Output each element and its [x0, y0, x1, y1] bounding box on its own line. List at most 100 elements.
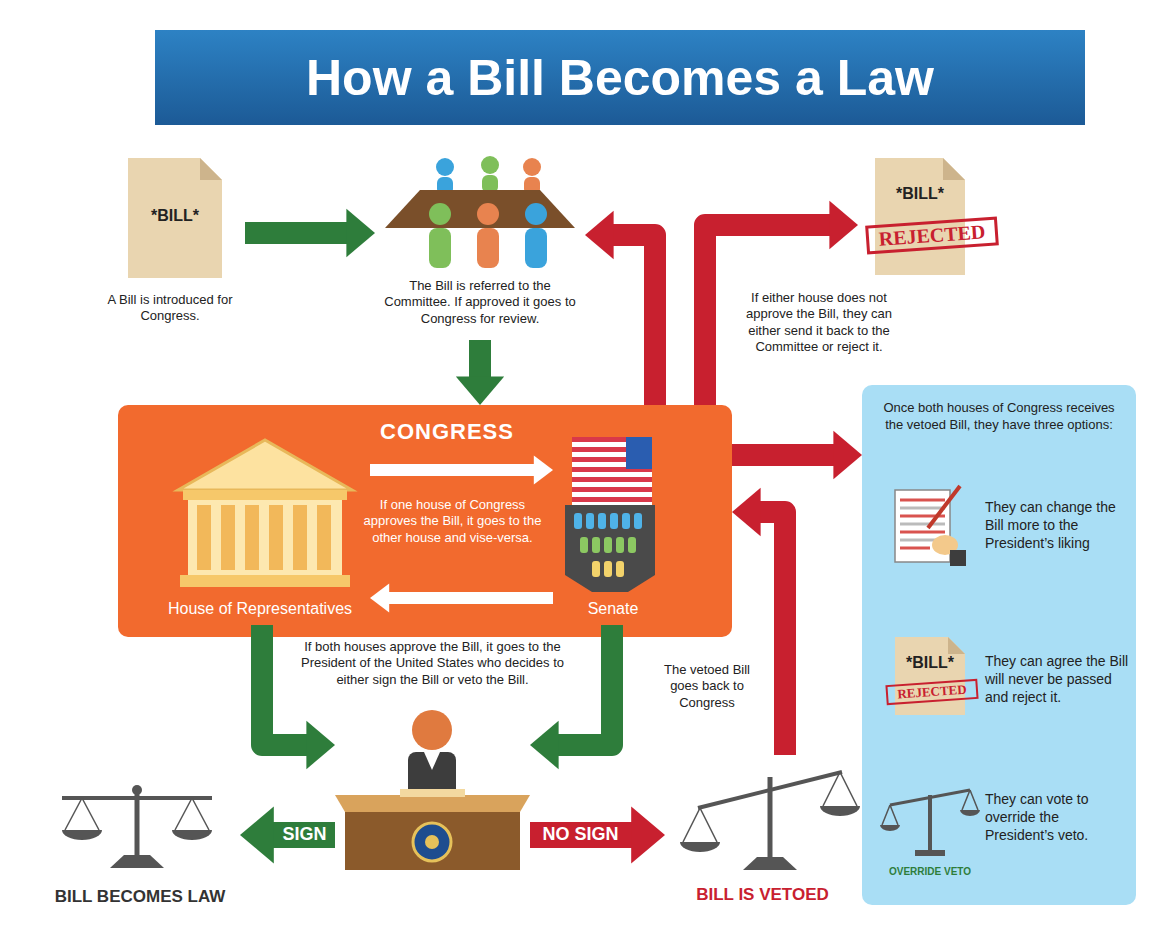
arrow-band — [760, 512, 785, 755]
house-building-part — [183, 490, 347, 500]
house-building-part — [269, 505, 283, 570]
text-slot: REJECTED — [886, 682, 978, 702]
text-slot: Once both houses of Congress receives th… — [880, 400, 1118, 434]
balanced-scale-part — [110, 855, 164, 868]
text-slot: If one house of Congress approves the Bi… — [360, 497, 545, 546]
senate-icon-part — [565, 505, 655, 592]
arrow-band — [273, 822, 335, 848]
arrow-head — [631, 806, 665, 863]
tilted-scale — [680, 772, 860, 870]
text-slot: House of Representatives — [150, 600, 370, 618]
arrow-band — [262, 625, 307, 745]
committee-icon-part — [429, 228, 451, 268]
arrow-head — [833, 431, 862, 479]
house-building-part — [178, 440, 352, 490]
step-caption: If both houses approve the Bill, it goes… — [295, 639, 570, 688]
committee-icon-part — [436, 158, 454, 176]
option-text: They can change the Bill more to the Pre… — [985, 498, 1130, 553]
flow-arrow — [245, 209, 375, 257]
arrow-band — [613, 235, 655, 405]
balanced-scale-part — [132, 785, 142, 795]
text-slot: *BILL* — [128, 207, 222, 225]
document-word: *BILL* — [128, 207, 222, 225]
senate-icon-part — [604, 537, 612, 553]
step-caption: A Bill is introduced for Congress. — [95, 292, 245, 325]
rejected-document-part — [948, 637, 965, 654]
override-scale-part — [882, 805, 890, 825]
document-word: *BILL* — [875, 185, 965, 203]
house-building-part — [317, 505, 331, 570]
bill-document-part — [128, 158, 222, 278]
senate-icon-part — [616, 537, 624, 553]
committee-icon-part — [477, 228, 499, 268]
result-text: BILL BECOMES LAW — [40, 887, 240, 907]
house-building-part — [245, 505, 259, 570]
senate-icon-part — [572, 497, 652, 502]
flow-arrow — [585, 211, 655, 405]
president-figure — [408, 710, 456, 797]
senate-icon-part — [580, 537, 588, 553]
committee-icon-part — [525, 228, 547, 268]
edit-icon — [895, 486, 966, 566]
arrow-head — [370, 584, 389, 613]
arrow-head — [829, 201, 858, 249]
edit-icon-part — [950, 550, 966, 566]
flow-arrow — [262, 625, 335, 769]
note-text: If either house does not approve the Bil… — [730, 290, 908, 355]
committee-icon-part — [429, 203, 451, 225]
override-scale-part — [928, 795, 932, 850]
committee-icon-part — [385, 190, 575, 228]
arrow-head — [530, 721, 559, 769]
rejected-document-part — [875, 158, 965, 275]
senate-icon-part — [616, 561, 624, 577]
balanced-scale-part — [62, 830, 102, 840]
podium-part — [400, 789, 465, 797]
senate-icon-part — [574, 513, 582, 529]
result-text: BILL IS VETOED — [665, 885, 860, 905]
committee-icon-part — [523, 158, 541, 176]
title-bar: How a Bill Becomes a Law — [155, 30, 1085, 125]
text-slot: If either house does not approve the Bil… — [730, 290, 908, 355]
text-slot: BILL BECOMES LAW — [40, 887, 240, 907]
step-caption: The Bill is referred to the Committee. I… — [375, 278, 585, 327]
override-scale-part — [970, 790, 978, 810]
option-text: They can vote to override the President’… — [985, 790, 1130, 845]
senate-icon-part — [634, 513, 642, 529]
president-figure-part — [424, 752, 440, 770]
balanced-scale-part — [62, 796, 212, 800]
text-slot: They can change the Bill more to the Pre… — [985, 498, 1130, 553]
house-building-part — [197, 505, 211, 570]
committee-icon — [385, 156, 575, 268]
balanced-scale-part — [172, 830, 212, 840]
diagram-title: How a Bill Becomes a Law — [306, 49, 934, 107]
arrow-head — [346, 209, 375, 257]
arrow-band — [530, 822, 632, 848]
arrow-band — [469, 340, 491, 377]
arrow-head — [732, 488, 761, 536]
tilted-scale-part — [680, 842, 720, 852]
flow-arrow — [530, 625, 612, 769]
text-slot: CONGRESS — [347, 419, 547, 445]
tilted-scale-part — [840, 772, 857, 806]
edit-icon-part — [900, 523, 945, 526]
override-scale-part — [890, 805, 898, 825]
text-slot: If both houses approve the Bill, it goes… — [295, 639, 570, 688]
flow-arrow — [732, 431, 862, 479]
text-slot: REJECTED — [866, 221, 998, 250]
arrow-head — [456, 376, 504, 405]
tilted-scale-part — [820, 806, 860, 816]
law-result: BILL BECOMES LAW — [40, 775, 240, 911]
override-scale-part — [960, 810, 980, 816]
arrow-band — [245, 222, 347, 244]
flow-arrow — [370, 584, 553, 613]
house-building-part — [221, 505, 235, 570]
house-building-part — [180, 575, 350, 587]
podium-part — [413, 823, 451, 861]
tilted-scale-part — [698, 772, 842, 808]
balanced-scale-part — [65, 798, 82, 830]
house-building-part — [188, 500, 342, 575]
committee-icon-part — [525, 203, 547, 225]
text-slot: OVERRIDE VETO — [880, 866, 980, 877]
arrow-head — [306, 721, 335, 769]
